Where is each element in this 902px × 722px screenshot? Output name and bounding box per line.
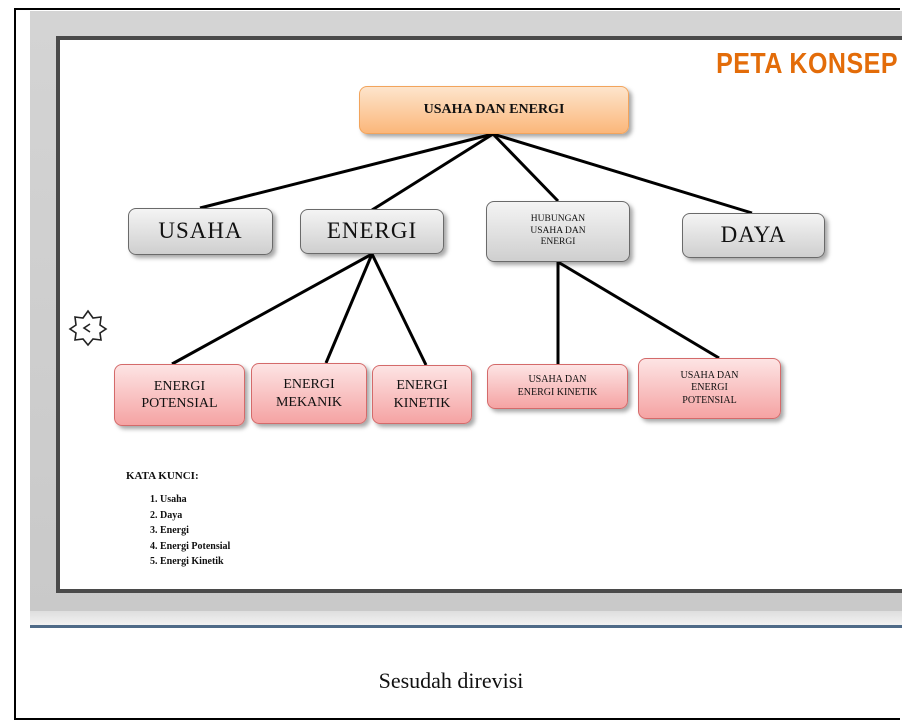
node-usaha-energi-potensial-label: USAHA DAN ENERGI POTENSIAL bbox=[680, 369, 739, 406]
node-energi-kinetik: ENERGI KINETIK bbox=[372, 365, 472, 424]
node-daya: DAYA bbox=[682, 213, 825, 258]
connector-energi-mekanik bbox=[324, 253, 374, 364]
keyword-item: Energi Kinetik bbox=[160, 554, 230, 570]
connector-root-hubungan bbox=[491, 132, 560, 203]
connector-root-usaha bbox=[199, 132, 494, 210]
back-arrow-star-icon[interactable] bbox=[68, 309, 108, 347]
node-energi-label: ENERGI bbox=[326, 218, 418, 244]
node-hubungan: HUBUNGAN USAHA DAN ENERGI bbox=[486, 201, 630, 262]
node-energi-mekanik-label: ENERGI MEKANIK bbox=[275, 377, 343, 410]
node-usaha: USAHA bbox=[128, 208, 273, 255]
node-usaha-energi-kinetik-label: USAHA DAN ENERGI KINETIK bbox=[517, 374, 598, 398]
node-usaha-energi-kinetik: USAHA DAN ENERGI KINETIK bbox=[487, 364, 628, 409]
screenshot-divider-line bbox=[30, 625, 902, 628]
screenshot-bottom-band bbox=[30, 611, 902, 625]
keywords-section: KATA KUNCI: Usaha Daya Energi Energi Pot… bbox=[126, 470, 230, 570]
node-daya-label: DAYA bbox=[720, 222, 787, 248]
node-usaha-energi-potensial: USAHA DAN ENERGI POTENSIAL bbox=[638, 358, 781, 419]
node-energi-mekanik: ENERGI MEKANIK bbox=[251, 363, 367, 424]
keywords-heading: KATA KUNCI: bbox=[126, 470, 199, 482]
connector-energi-kinetik bbox=[370, 253, 428, 366]
slide: PETA KONSEP bbox=[56, 36, 902, 593]
node-energi-potensial: ENERGI POTENSIAL bbox=[114, 364, 245, 426]
keyword-item: Energi bbox=[160, 523, 230, 539]
caption: Sesudah direvisi bbox=[378, 668, 524, 693]
node-energi-potensial-label: ENERGI POTENSIAL bbox=[141, 378, 218, 412]
connector-energi-potensial bbox=[171, 252, 373, 366]
keyword-item: Daya bbox=[160, 508, 230, 524]
connector-hubungan-usaha-potensial bbox=[557, 260, 720, 360]
slide-title: PETA KONSEP bbox=[716, 47, 898, 81]
node-energi: ENERGI bbox=[300, 209, 444, 254]
connector-root-energi bbox=[371, 132, 494, 212]
table-cell-frame bbox=[14, 8, 900, 720]
keyword-item: Usaha bbox=[160, 492, 230, 508]
node-root: USAHA DAN ENERGI bbox=[359, 86, 629, 134]
node-usaha-label: USAHA bbox=[158, 218, 243, 244]
node-energi-kinetik-label: ENERGI KINETIK bbox=[393, 378, 451, 411]
keywords-list: Usaha Daya Energi Energi Potensial Energ… bbox=[126, 492, 230, 570]
connector-root-daya bbox=[492, 132, 753, 215]
node-root-label: USAHA DAN ENERGI bbox=[423, 102, 565, 118]
keyword-item: Energi Potensial bbox=[160, 539, 230, 555]
node-hubungan-label: HUBUNGAN USAHA DAN ENERGI bbox=[530, 213, 586, 248]
